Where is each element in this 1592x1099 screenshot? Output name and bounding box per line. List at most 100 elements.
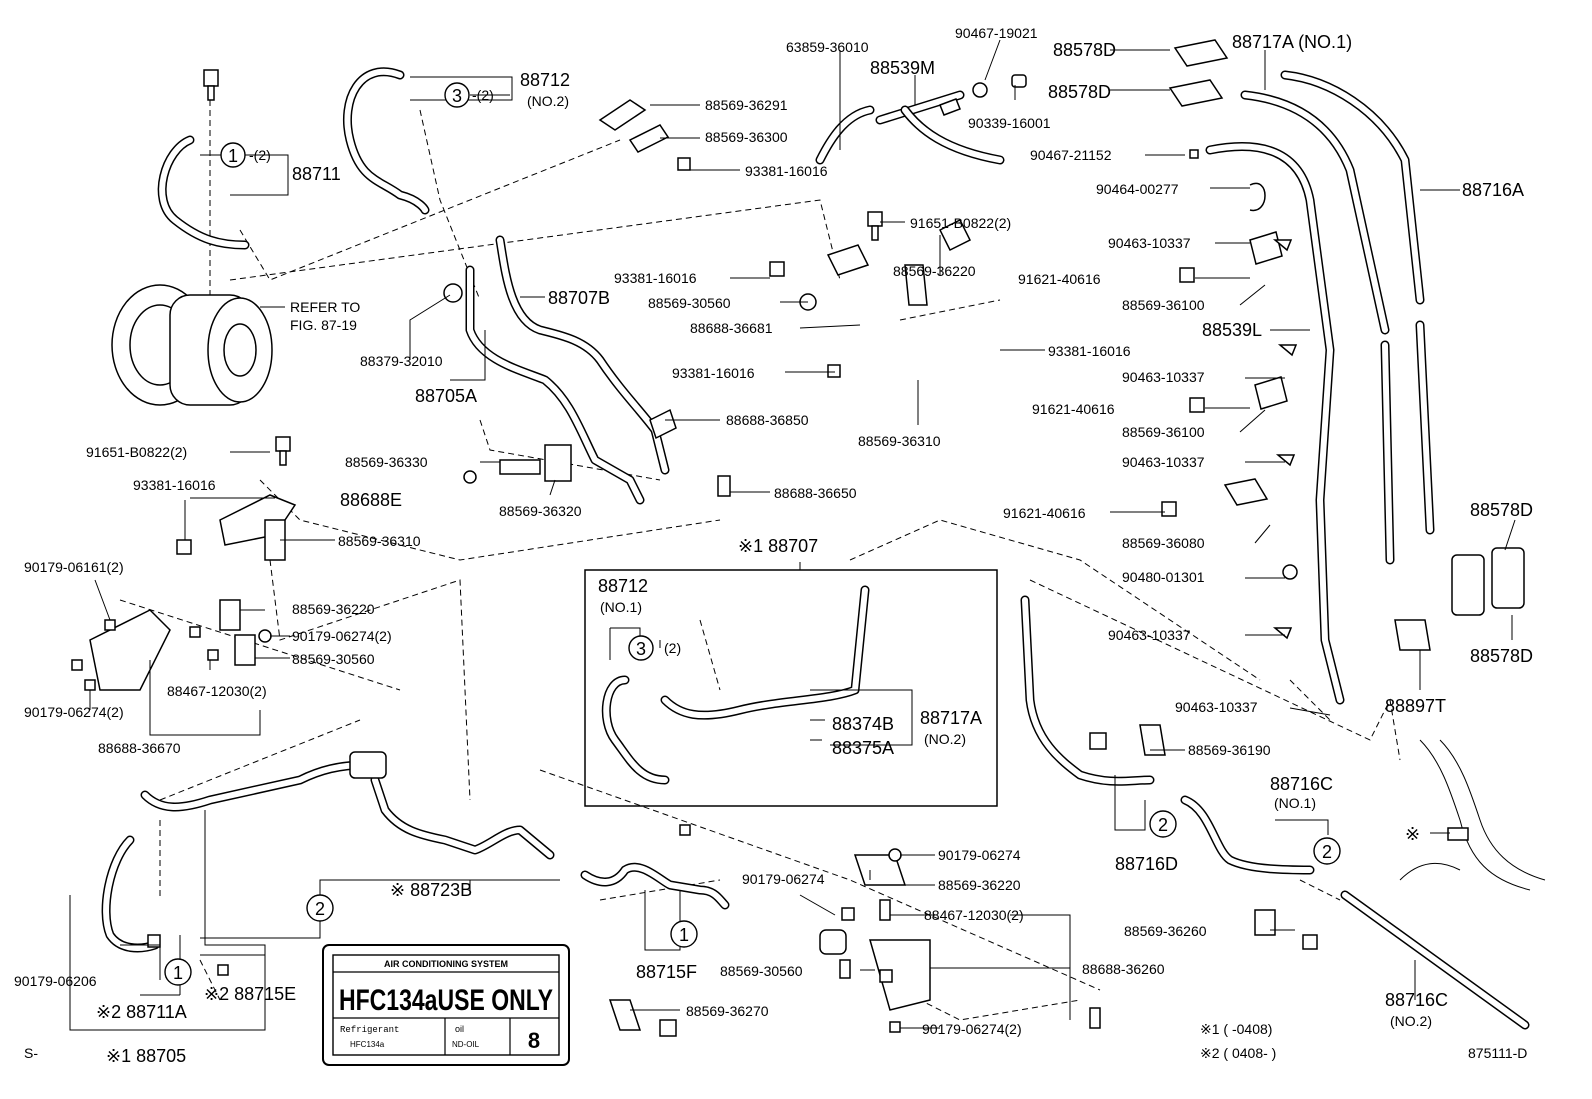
label-88715f: 88715F bbox=[636, 962, 697, 982]
label-88569-36330: 88569-36330 bbox=[345, 454, 428, 470]
label-88688e: 88688E bbox=[340, 490, 402, 510]
label-91621-40616-c: 91621-40616 bbox=[1003, 505, 1086, 521]
label-88569-36100-a: 88569-36100 bbox=[1122, 297, 1205, 313]
label-88569-30560-a: 88569-30560 bbox=[648, 295, 731, 311]
label-note2-range: ※2 ( 0408- ) bbox=[1200, 1045, 1276, 1061]
label-88578d-d: 88578D bbox=[1470, 646, 1533, 666]
label-88712-no1: 88712 bbox=[598, 576, 648, 596]
label-refer-to: REFER TO bbox=[290, 299, 360, 315]
callout-2-mid: 2 bbox=[1158, 815, 1168, 835]
callout-3-top: 3 bbox=[452, 86, 462, 106]
label-90463-10337-c: 90463-10337 bbox=[1122, 454, 1205, 470]
callout-2-left: 2 bbox=[315, 899, 325, 919]
plate-oil-type: ND-OIL bbox=[452, 1040, 480, 1049]
label-91651-b0822-b: 91651-B0822(2) bbox=[86, 444, 187, 460]
detail-box-88707 bbox=[584, 569, 998, 807]
label-88716c-no1-sub: (NO.1) bbox=[1274, 795, 1316, 811]
label-asterisk-mark: ※ bbox=[1405, 824, 1420, 844]
label-90179-06206: 90179-06206 bbox=[14, 973, 97, 989]
label-88374b: 88374B bbox=[832, 714, 894, 734]
label-90179-06274-b: 90179-06274(2) bbox=[24, 704, 124, 720]
callout-3-qty-inner: (2) bbox=[664, 640, 681, 656]
label-88375a: 88375A bbox=[832, 738, 894, 758]
label-90179-06274-d: 90179-06274 bbox=[938, 847, 1021, 863]
label-88716c-no2: 88716C bbox=[1385, 990, 1448, 1010]
label-88712-no2: 88712 bbox=[520, 70, 570, 90]
label-88688-36670: 88688-36670 bbox=[98, 740, 181, 756]
plate-main: HFC134aUSE ONLY bbox=[339, 984, 553, 1017]
label-91621-40616-b: 91621-40616 bbox=[1032, 401, 1115, 417]
label-91621-40616-a: 91621-40616 bbox=[1018, 271, 1101, 287]
label-88569-36291: 88569-36291 bbox=[705, 97, 788, 113]
compressor bbox=[111, 284, 273, 406]
label-88712-no2-sub: (NO.2) bbox=[527, 93, 569, 109]
label-88569-36310-b: 88569-36310 bbox=[338, 533, 421, 549]
label-88569-36320: 88569-36320 bbox=[499, 503, 582, 519]
label-93381-16016-c: 93381-16016 bbox=[1048, 343, 1131, 359]
label-88715e: ※2 88715E bbox=[204, 984, 296, 1004]
label-88569-36220-c: 88569-36220 bbox=[938, 877, 1021, 893]
label-88569-36190: 88569-36190 bbox=[1188, 742, 1271, 758]
label-88707b: 88707B bbox=[548, 288, 610, 308]
label-90463-10337-a: 90463-10337 bbox=[1108, 235, 1191, 251]
label-88539l: 88539L bbox=[1202, 320, 1262, 340]
label-88897t: 88897T bbox=[1385, 696, 1446, 716]
leader-lines bbox=[69, 39, 1516, 1031]
label-88688-36850: 88688-36850 bbox=[726, 412, 809, 428]
label-90480-01301: 90480-01301 bbox=[1122, 569, 1205, 585]
label-note1-88707: ※1 88707 bbox=[738, 536, 818, 556]
label-90339-16001: 90339-16001 bbox=[968, 115, 1051, 131]
callout-1-mid: 1 bbox=[679, 925, 689, 945]
plate-refrigerant-type: HFC134a bbox=[350, 1040, 385, 1049]
label-88688-36260: 88688-36260 bbox=[1082, 961, 1165, 977]
label-93381-16016-d: 93381-16016 bbox=[672, 365, 755, 381]
label-88569-36300: 88569-36300 bbox=[705, 129, 788, 145]
label-88717a-no1: 88717A (NO.1) bbox=[1232, 32, 1352, 52]
label-90464-00277: 90464-00277 bbox=[1096, 181, 1179, 197]
label-90179-06274-c: 90179-06274 bbox=[742, 871, 825, 887]
label-88569-36220-a: 88569-36220 bbox=[893, 263, 976, 279]
label-88569-30560-c: 88569-30560 bbox=[720, 963, 803, 979]
assembly-dashed-lines bbox=[119, 90, 1401, 1021]
label-90463-10337-d: 90463-10337 bbox=[1108, 627, 1191, 643]
label-corner-s: S- bbox=[24, 1045, 38, 1061]
label-88569-36260: 88569-36260 bbox=[1124, 923, 1207, 939]
label-88717a-no2-sub: (NO.2) bbox=[924, 731, 966, 747]
label-fig-number: 875111-D bbox=[1468, 1045, 1527, 1061]
callout-1-left: 1 bbox=[173, 963, 183, 983]
plate-oil: oil bbox=[455, 1024, 464, 1034]
label-88716c-no1: 88716C bbox=[1270, 774, 1333, 794]
label-88705: ※1 88705 bbox=[106, 1046, 186, 1066]
label-note1-range: ※1 ( -0408) bbox=[1200, 1021, 1272, 1037]
callout-circles: 1 3 3 2 1 1 2 2 bbox=[164, 82, 1341, 986]
label-90463-10337-b: 90463-10337 bbox=[1122, 369, 1205, 385]
label-88467-12030-a: 88467-12030(2) bbox=[167, 683, 267, 699]
label-90179-06161: 90179-06161(2) bbox=[24, 559, 124, 575]
label-88569-36100-b: 88569-36100 bbox=[1122, 424, 1205, 440]
plate-number: 8 bbox=[528, 1028, 540, 1053]
callout-3-inner: 3 bbox=[636, 639, 646, 659]
label-88711a: ※2 88711A bbox=[96, 1002, 187, 1022]
label-93381-16016-a: 93381-16016 bbox=[745, 163, 828, 179]
part-labels: 63859-36010 90467-19021 88578D 88717A (N… bbox=[14, 25, 1533, 1066]
label-90179-06274-e: 90179-06274(2) bbox=[922, 1021, 1022, 1037]
label-88705a: 88705A bbox=[415, 386, 477, 406]
label-88578d-a: 88578D bbox=[1053, 40, 1116, 60]
label-fig-ref: FIG. 87-19 bbox=[290, 317, 357, 333]
label-88569-36270: 88569-36270 bbox=[686, 1003, 769, 1019]
label-88717a-no2: 88717A bbox=[920, 708, 982, 728]
refrigerant-label-plate: AIR CONDITIONING SYSTEM HFC134aUSE ONLY … bbox=[322, 944, 570, 1066]
label-88569-36080: 88569-36080 bbox=[1122, 535, 1205, 551]
label-88569-30560-b: 88569-30560 bbox=[292, 651, 375, 667]
label-88688-36681: 88688-36681 bbox=[690, 320, 773, 336]
label-90463-10337-e: 90463-10337 bbox=[1175, 699, 1258, 715]
callout-1-top: 1 bbox=[228, 146, 238, 166]
plate-header: AIR CONDITIONING SYSTEM bbox=[384, 959, 508, 969]
label-88716d: 88716D bbox=[1115, 854, 1178, 874]
callout-1-qty-top: -(2) bbox=[249, 147, 271, 163]
label-88712-no1-sub: (NO.1) bbox=[600, 599, 642, 615]
callout-3-qty-top: -(2) bbox=[472, 87, 494, 103]
label-88379-32010: 88379-32010 bbox=[360, 353, 443, 369]
body-panel bbox=[1399, 739, 1546, 891]
